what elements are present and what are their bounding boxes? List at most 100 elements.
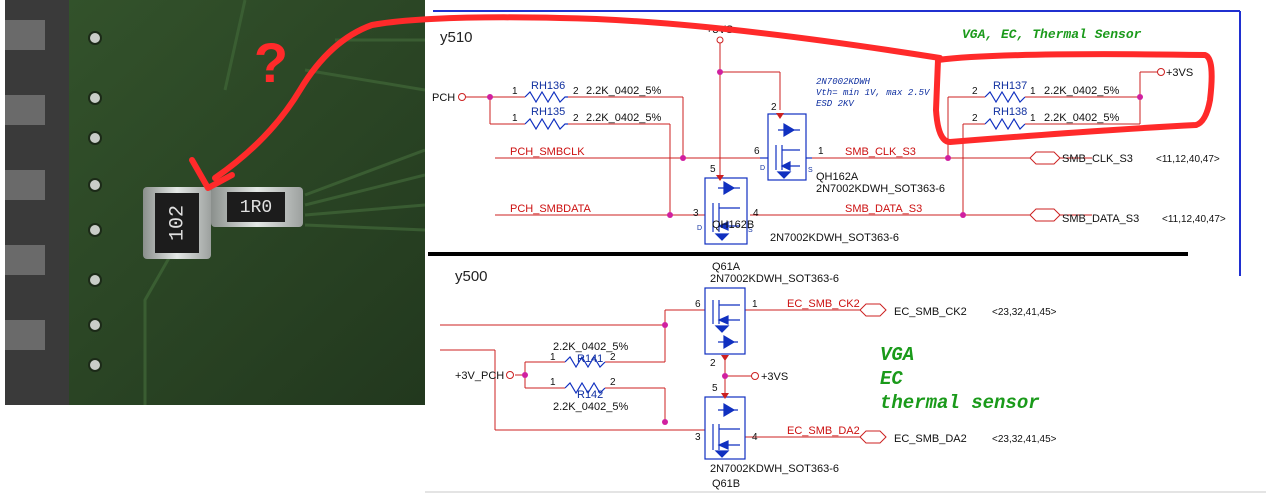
annotation-arrow bbox=[212, 14, 943, 181]
qh162a-pin-gate: 2 bbox=[771, 102, 777, 113]
qh162b-letter-d: D bbox=[697, 225, 702, 232]
rh136-pin1: 1 bbox=[512, 86, 518, 97]
qh162a-part: 2N7002KDWH_SOT363-6 bbox=[816, 183, 945, 195]
q61a-gate-arrow bbox=[721, 355, 729, 361]
vcc-right-terminal bbox=[1157, 68, 1165, 76]
net-ec-smb-da2: EC_SMB_DA2 bbox=[787, 425, 860, 437]
r142-pin2: 2 bbox=[610, 377, 616, 388]
connector-pin bbox=[5, 320, 45, 350]
y510-resistor-bodies bbox=[524, 90, 1026, 131]
rh137-pin1: 1 bbox=[1030, 86, 1036, 97]
q61a-pin-gate: 2 bbox=[710, 358, 716, 369]
port-smb-clk-s3-refs: <11,12,40,47> bbox=[1156, 154, 1220, 165]
y510-wires bbox=[465, 40, 1158, 216]
port-ec-smb-da2-name: EC_SMB_DA2 bbox=[894, 433, 967, 445]
y500-vcc-terminal bbox=[751, 372, 759, 380]
q61a-part: 2N7002KDWH_SOT363-6 bbox=[710, 273, 839, 285]
y500-vcc-label: +3VS bbox=[761, 371, 788, 383]
port-ec-smb-da2-refs: <23,32,41,45> bbox=[992, 434, 1057, 445]
net-pch-smbdata: PCH_SMBDATA bbox=[510, 203, 592, 215]
y500-title: y500 bbox=[455, 268, 488, 285]
r141-pin1: 1 bbox=[550, 352, 556, 363]
qh162a-ref: QH162A bbox=[816, 171, 859, 183]
port-smb-data-s3-refs: <11,12,40,47> bbox=[1162, 214, 1226, 225]
qh162b-ref: QH162B bbox=[712, 219, 754, 231]
vcc-top-terminal bbox=[716, 36, 724, 44]
rh135-value: 2.2K_0402_5% bbox=[586, 112, 661, 124]
qh162a-gate-arrow bbox=[776, 113, 784, 119]
q61b-symbol bbox=[704, 396, 746, 460]
port-smb-clk-s3-name: SMB_CLK_S3 bbox=[1062, 153, 1133, 165]
q61b-part: 2N7002KDWH_SOT363-6 bbox=[710, 463, 839, 475]
resistor-102: 102 bbox=[143, 187, 211, 259]
rh138-pin2: 2 bbox=[972, 113, 978, 124]
y510-title: y510 bbox=[440, 29, 473, 46]
qh162b-letter-s: S bbox=[748, 227, 753, 234]
port-ec-smb-ck2-name: EC_SMB_CK2 bbox=[894, 306, 967, 318]
r142-pin1: 1 bbox=[550, 377, 556, 388]
connector-pin bbox=[5, 20, 45, 50]
connector-pin bbox=[5, 95, 45, 125]
y510-junctions bbox=[487, 69, 1143, 218]
pch-terminal bbox=[458, 93, 466, 101]
r142-ref: R142 bbox=[577, 389, 603, 401]
y510-header-note: VGA, EC, Thermal Sensor bbox=[962, 27, 1142, 42]
port-smb-data-s3 bbox=[1029, 208, 1061, 222]
qh162a-pin-source: 1 bbox=[818, 146, 824, 157]
via-holes bbox=[88, 31, 102, 372]
rh138-pin1: 1 bbox=[1030, 113, 1036, 124]
y500-junctions bbox=[522, 322, 728, 425]
q61b-pin-gate: 5 bbox=[712, 383, 718, 394]
mosfet-note-line2: Vth= min 1V, max 2.5V bbox=[816, 88, 931, 98]
r141-ref: R141 bbox=[577, 353, 603, 365]
port-ec-smb-ck2 bbox=[859, 303, 887, 317]
q61a-pin-drain: 6 bbox=[695, 299, 701, 310]
port-smb-clk-s3 bbox=[1029, 151, 1061, 165]
qh162b-pin-gate: 5 bbox=[710, 164, 716, 175]
annotation-arrowhead bbox=[189, 157, 235, 191]
rh138-ref: RH138 bbox=[993, 106, 1027, 118]
q61a-ref: Q61A bbox=[712, 261, 741, 273]
port-smb-data-s3-name: SMB_DATA_S3 bbox=[1062, 213, 1139, 225]
connector-pin bbox=[5, 170, 45, 200]
y500-input-label: +3V_PCH bbox=[455, 370, 504, 382]
sheet-frame bbox=[425, 10, 1266, 493]
connector-pin bbox=[5, 245, 45, 275]
qh162a-letter-d: D bbox=[760, 165, 765, 172]
y500-note-line3: thermal sensor bbox=[880, 392, 1040, 414]
net-smb-data-s3: SMB_DATA_S3 bbox=[845, 203, 922, 215]
question-mark: ? bbox=[254, 31, 288, 94]
y500-resistor-bodies bbox=[564, 355, 606, 395]
rh135-pin2: 2 bbox=[573, 113, 579, 124]
q61b-pin-drain: 3 bbox=[695, 432, 701, 443]
q61b-pin-source: 4 bbox=[752, 432, 758, 443]
y500-note-line1: VGA bbox=[880, 344, 914, 366]
qh162a-letter-s: S bbox=[808, 167, 813, 174]
rh137-value: 2.2K_0402_5% bbox=[1044, 85, 1119, 97]
qh162a-pin-drain: 6 bbox=[754, 146, 760, 157]
net-pch-smbclk: PCH_SMBCLK bbox=[510, 146, 585, 158]
port-ec-smb-ck2-refs: <23,32,41,45> bbox=[992, 307, 1057, 318]
q61b-ref: Q61B bbox=[712, 478, 740, 490]
qh162b-pin-source: 4 bbox=[753, 208, 759, 219]
qh162b-gate-arrow bbox=[716, 175, 724, 181]
resistor-102-code: 102 bbox=[166, 205, 189, 241]
mosfet-note-line1: 2N7002KDWH bbox=[816, 77, 871, 87]
resistor-1r0-code: 1R0 bbox=[240, 198, 272, 218]
qh162b-part: 2N7002KDWH_SOT363-6 bbox=[770, 232, 899, 244]
q61b-gate-arrow bbox=[721, 393, 729, 399]
y500-input-terminal bbox=[506, 371, 514, 379]
rh136-value: 2.2K_0402_5% bbox=[586, 85, 661, 97]
rh138-value: 2.2K_0402_5% bbox=[1044, 112, 1119, 124]
annotation-circle bbox=[933, 51, 1215, 145]
net-ec-smb-ck2: EC_SMB_CK2 bbox=[787, 298, 860, 310]
rh137-ref: RH137 bbox=[993, 80, 1027, 92]
rh137-pin2: 2 bbox=[972, 86, 978, 97]
y500-note-line2: EC bbox=[880, 368, 903, 390]
qh162b-pin-drain: 3 bbox=[693, 208, 699, 219]
rh136-ref: RH136 bbox=[531, 80, 565, 92]
port-ec-smb-da2 bbox=[859, 430, 887, 444]
vcc-right-label: +3VS bbox=[1166, 67, 1193, 79]
q61a-symbol bbox=[704, 287, 746, 355]
